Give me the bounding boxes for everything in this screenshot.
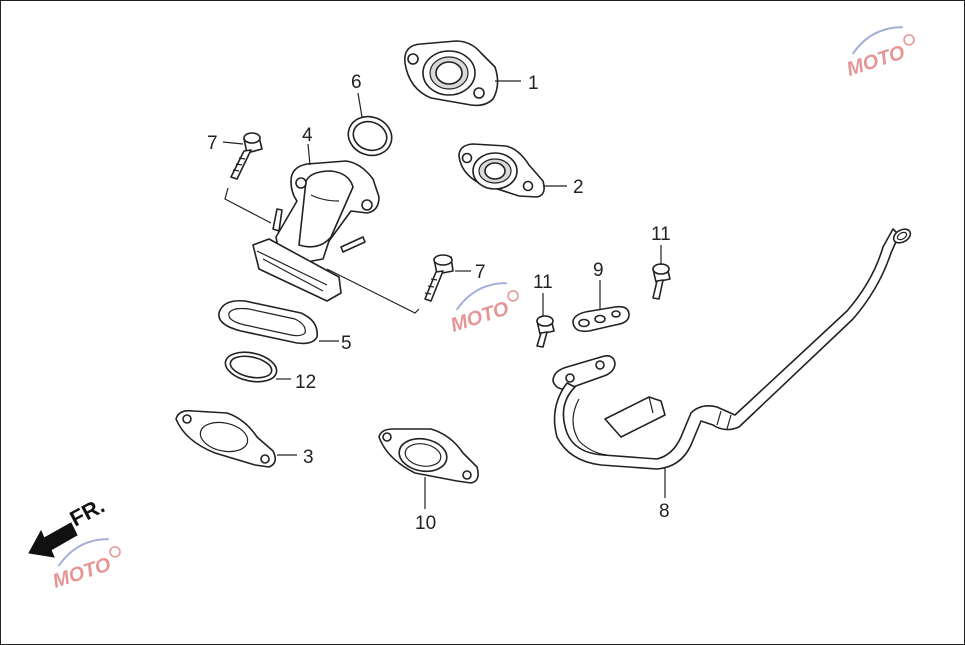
part-7-bolt-lower (326, 254, 471, 314)
part-9-plate (572, 280, 630, 333)
callout-10: 10 (415, 513, 436, 534)
callout-3: 3 (303, 447, 314, 468)
callout-7-upper: 7 (207, 133, 218, 154)
callout-11-left: 11 (533, 272, 553, 293)
part-11-bolt-right (652, 245, 671, 300)
watermark-center: MOTO (448, 282, 519, 337)
part-10-flange-gasket (378, 428, 479, 509)
part-5-gasket (218, 299, 339, 345)
part-6-o-ring (347, 92, 393, 157)
watermark-top-right: MOTO (844, 26, 915, 81)
part-3-flange-gasket (175, 409, 297, 468)
callout-7-lower: 7 (475, 262, 486, 283)
watermark-logo-text: MOTO (844, 41, 908, 80)
callout-12: 12 (295, 372, 316, 393)
part-8-pipe-assembly (552, 228, 912, 498)
callout-2: 2 (573, 177, 584, 198)
part-7-bolt-upper (222, 132, 272, 224)
watermark-logo-text: MOTO (448, 297, 512, 336)
callout-11-right: 11 (651, 224, 671, 245)
part-1-insulator-flange (404, 40, 521, 107)
callout-1: 1 (528, 73, 539, 94)
callout-8: 8 (659, 501, 670, 522)
callout-5: 5 (341, 333, 352, 354)
callout-9: 9 (593, 260, 604, 281)
callout-6: 6 (351, 72, 362, 93)
watermark-logo-text: MOTO (50, 553, 114, 592)
part-2-insulator (458, 143, 567, 198)
callout-4: 4 (302, 125, 313, 146)
part-12-ring (224, 351, 291, 383)
front-direction-indicator: FR. (28, 493, 109, 558)
callout-labels: 1 2 3 4 5 6 7 7 8 9 10 11 11 12 (207, 72, 671, 534)
part-11-bolt-left (536, 293, 555, 348)
front-arrow-icon (28, 522, 78, 558)
part-4-intake-manifold (252, 143, 380, 302)
